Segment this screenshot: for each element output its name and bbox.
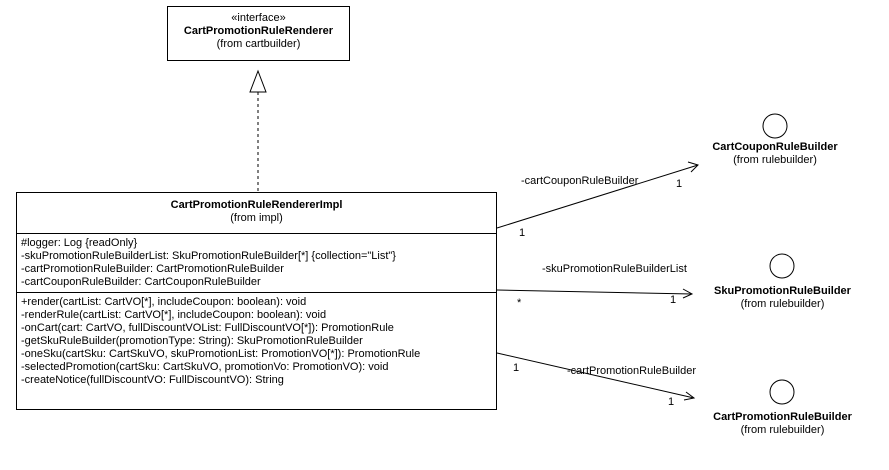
builder-sku[interactable]: SkuPromotionRuleBuilder (from rulebuilde… — [690, 285, 875, 311]
operation-row-5: -selectedPromotion(cartSku: CartSkuVO, p… — [21, 361, 389, 373]
interface-stereotype: «interface» — [231, 12, 286, 24]
interface-package: (from cartbuilder) — [216, 38, 301, 50]
attribute-row-1: -skuPromotionRuleBuilderList: SkuPromoti… — [21, 250, 396, 262]
builder-sku-package: (from rulebuilder) — [740, 298, 825, 310]
role-sku: -skuPromotionRuleBuilderList — [542, 263, 687, 275]
association-line-cart-coupon — [496, 164, 699, 229]
realization-arrowhead — [249, 69, 267, 93]
association-line-sku — [496, 289, 693, 295]
attribute-row-2: -cartPromotionRuleBuilder: CartPromotion… — [21, 263, 284, 275]
builder-cart-coupon[interactable]: CartCouponRuleBuilder (from rulebuilder) — [690, 141, 860, 167]
builder-cart-promotion-name: CartPromotionRuleBuilder — [713, 411, 852, 423]
interface-class-box[interactable]: «interface» CartPromotionRuleRenderer (f… — [167, 6, 350, 61]
role-cart-promotion: -cartPromotionRuleBuilder — [567, 365, 696, 377]
operation-row-6: -createNotice(fullDiscountVO: FullDiscou… — [21, 374, 284, 386]
mult-cart-promotion-source: 1 — [513, 362, 520, 374]
association-arrow-cart-coupon — [687, 161, 699, 173]
builder-cart-coupon-package: (from rulebuilder) — [733, 154, 817, 166]
impl-name: CartPromotionRuleRendererImpl — [170, 199, 343, 211]
interface-name: CartPromotionRuleRenderer — [183, 25, 334, 37]
builder-cart-promotion-package: (from rulebuilder) — [740, 424, 825, 436]
interface-circle-sku — [769, 253, 795, 279]
role-cart-coupon: -cartCouponRuleBuilder — [521, 175, 639, 187]
mult-sku-target: 1 — [670, 294, 677, 306]
interface-circle-cart-coupon — [762, 113, 788, 139]
association-arrow-cart-promotion — [683, 391, 696, 401]
operation-row-1: -renderRule(cartList: CartVO[*], include… — [21, 309, 327, 321]
impl-operations: +render(cartList: CartVO[*], includeCoup… — [17, 292, 496, 390]
attribute-row-3: -cartCouponRuleBuilder: CartCouponRuleBu… — [21, 276, 261, 288]
interface-circle-cart-promotion — [769, 379, 795, 405]
operation-row-4: -oneSku(cartSku: CartSkuVO, skuPromotion… — [21, 348, 421, 360]
impl-attributes: #logger: Log {readOnly}-skuPromotionRule… — [17, 233, 496, 292]
operation-row-3: -getSkuRuleBuilder(promotionType: String… — [21, 335, 363, 347]
builder-cart-coupon-name: CartCouponRuleBuilder — [712, 141, 838, 153]
mult-cart-coupon-source: 1 — [519, 227, 526, 239]
association-arrow-sku — [682, 288, 694, 299]
impl-package: (from impl) — [230, 212, 283, 224]
mult-cart-promotion-target: 1 — [668, 396, 675, 408]
mult-cart-coupon-target: 1 — [676, 178, 683, 190]
operation-row-2: -onCart(cart: CartVO, fullDiscountVOList… — [21, 322, 394, 334]
attribute-row-0: #logger: Log {readOnly} — [21, 237, 138, 249]
association-line-cart-promotion — [496, 352, 695, 399]
builder-cart-promotion[interactable]: CartPromotionRuleBuilder (from rulebuild… — [690, 411, 875, 437]
impl-header: CartPromotionRuleRendererImpl (from impl… — [17, 193, 496, 233]
operation-row-0: +render(cartList: CartVO[*], includeCoup… — [21, 296, 307, 308]
builder-sku-name: SkuPromotionRuleBuilder — [714, 285, 851, 297]
impl-class-box[interactable]: CartPromotionRuleRendererImpl (from impl… — [16, 192, 497, 410]
mult-sku-source: * — [517, 297, 522, 309]
